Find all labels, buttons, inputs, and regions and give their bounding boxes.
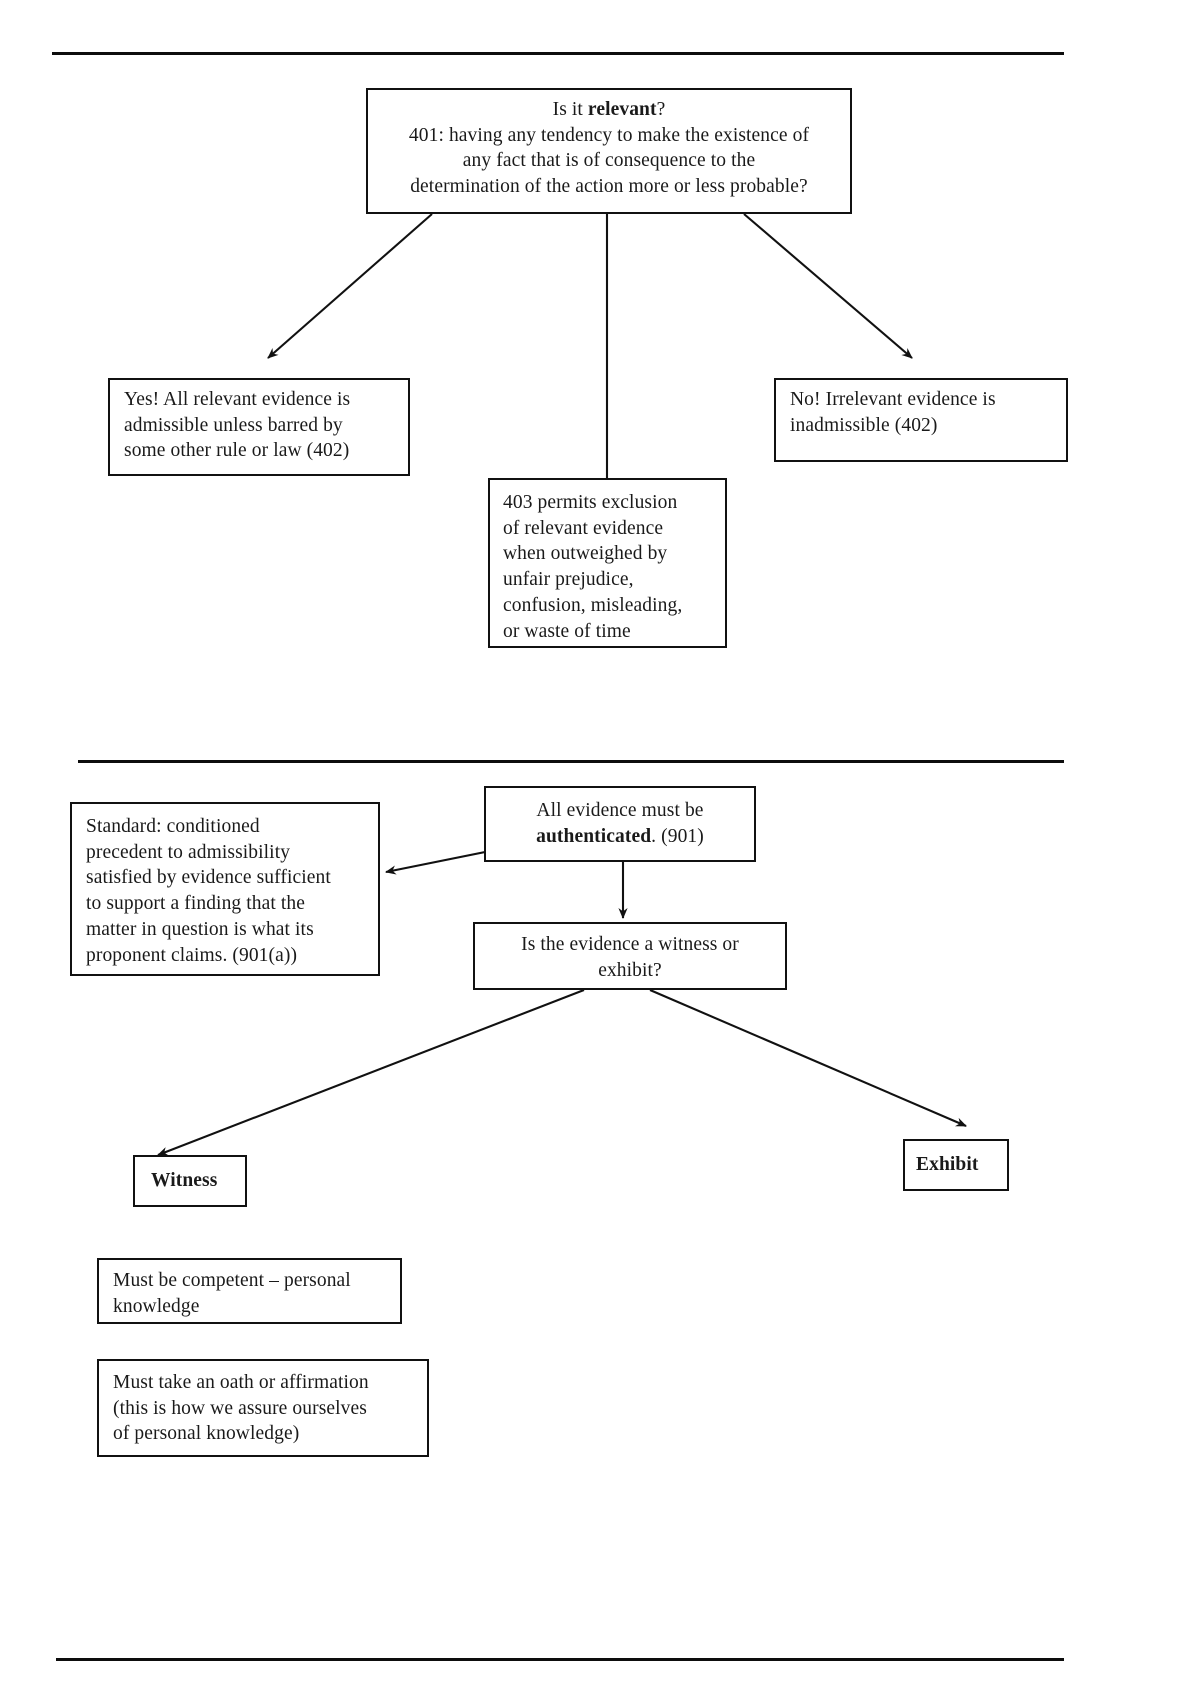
exhibit-label: Exhibit [916,1154,979,1175]
no-line-2: inadmissible (402) [790,414,938,436]
oath-line-1: Must take an oath or affirmation [113,1372,369,1393]
competent-line-1: Must be competent – personal [113,1270,351,1291]
root-line-4: determination of the action more or less… [410,176,808,198]
arrow-root-to-no [743,213,913,359]
auth-line-1: All evidence must be [536,800,704,821]
question-line-1: Is the evidence a witness or [521,934,739,955]
standard-901a-box: Standard: conditioned precedent to admis… [70,802,380,976]
exhibit-box: Exhibit [903,1139,1009,1191]
r403-line-3: when outweighed by [503,543,668,565]
root-line-2: 401: having any tendency to make the exi… [408,124,810,146]
yes-line-3: some other rule or law (402) [124,440,350,462]
oath-line-2: (this is how we assure ourselves [113,1397,367,1419]
standard-line-1: Standard: conditioned [86,816,260,837]
arrow-question-to-witness [157,989,585,1156]
witness-or-exhibit-question-box: Is the evidence a witness or exhibit? [473,922,787,990]
standard-line-2: precedent to admissibility [86,841,291,863]
oath-line-3: of personal knowledge) [113,1423,300,1445]
r403-line-5: confusion, misleading, [503,594,683,616]
top-rule [52,52,1064,55]
root-line-3: any fact that is of consequence to the [462,150,756,172]
no-line-1: No! Irrelevant evidence is [790,389,996,410]
standard-line-5: matter in question is what its [86,918,314,940]
middle-rule [78,760,1064,763]
standard-line-6: proponent claims. (901(a)) [86,944,298,966]
competent-line-2: knowledge [113,1295,200,1317]
bottom-rule [56,1658,1064,1661]
arrow-question-to-exhibit [649,989,967,1127]
witness-box: Witness [133,1155,247,1207]
authentication-box: All evidence must be authenticated. (901… [484,786,756,862]
witness-label: Witness [151,1170,218,1191]
r403-line-4: unfair prejudice, [503,569,634,591]
no-inadmissible-box: No! Irrelevant evidence is inadmissible … [774,378,1068,462]
question-line-2: exhibit? [598,959,662,981]
competent-personal-knowledge-box: Must be competent – personal knowledge [97,1258,402,1324]
relevant-keyword: relevant [587,99,657,120]
root-line-1: Is it relevant? [552,99,666,120]
r403-line-1: 403 permits exclusion [503,492,678,513]
root-relevance-box: Is it relevant? 401: having any tendency… [366,88,852,214]
r403-line-6: or waste of time [503,620,631,642]
arrow-root-to-yes [267,213,433,359]
yes-line-2: admissible unless barred by [124,414,343,436]
r403-line-2: of relevant evidence [503,517,664,539]
rule-403-box: 403 permits exclusion of relevant eviden… [488,478,727,648]
yes-admissible-box: Yes! All relevant evidence is admissible… [108,378,410,476]
auth-line-2: authenticated. (901) [536,825,704,847]
oath-affirmation-box: Must take an oath or affirmation (this i… [97,1359,429,1457]
standard-line-4: to support a finding that the [86,893,305,915]
yes-line-1: Yes! All relevant evidence is [124,389,351,410]
standard-line-3: satisfied by evidence sufficient [86,867,331,889]
authenticated-keyword: authenticated [536,825,652,847]
